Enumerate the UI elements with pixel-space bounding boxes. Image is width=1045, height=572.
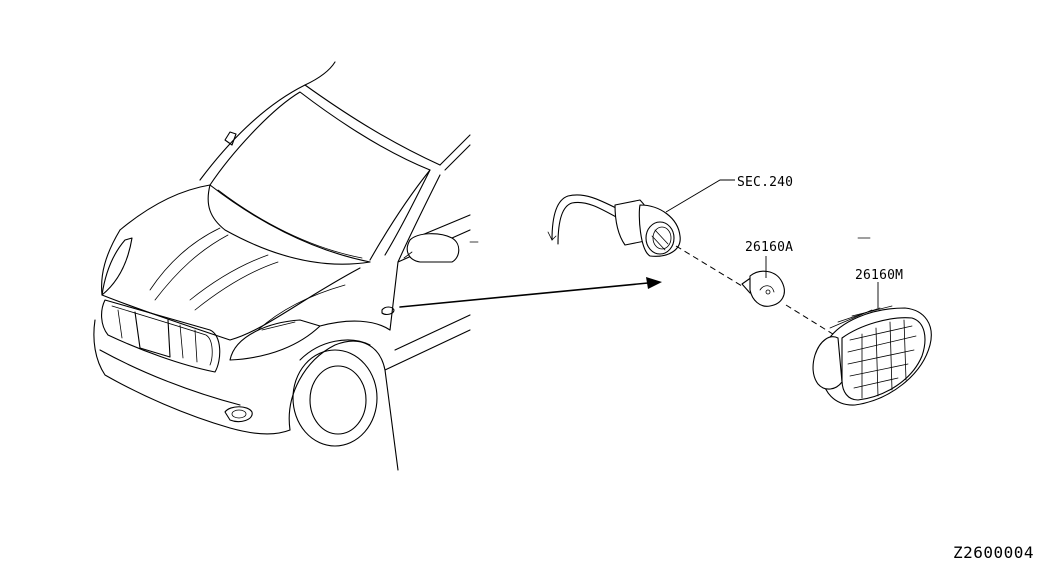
connector-reference-label: SEC.240	[737, 175, 793, 190]
lamp-part-number-label: 26160M	[855, 268, 903, 283]
bulb-socket-icon	[614, 199, 681, 257]
wire-harness-icon	[547, 194, 621, 245]
wedge-bulb-icon	[741, 270, 785, 307]
figure-code-label: Z2600004	[953, 543, 1034, 562]
side-marker-lamp-icon	[812, 305, 932, 406]
vehicle-front-quarter-icon	[93, 61, 471, 471]
bulb-part-number-label: 26160A	[745, 240, 793, 255]
arrow-icon	[399, 277, 662, 308]
